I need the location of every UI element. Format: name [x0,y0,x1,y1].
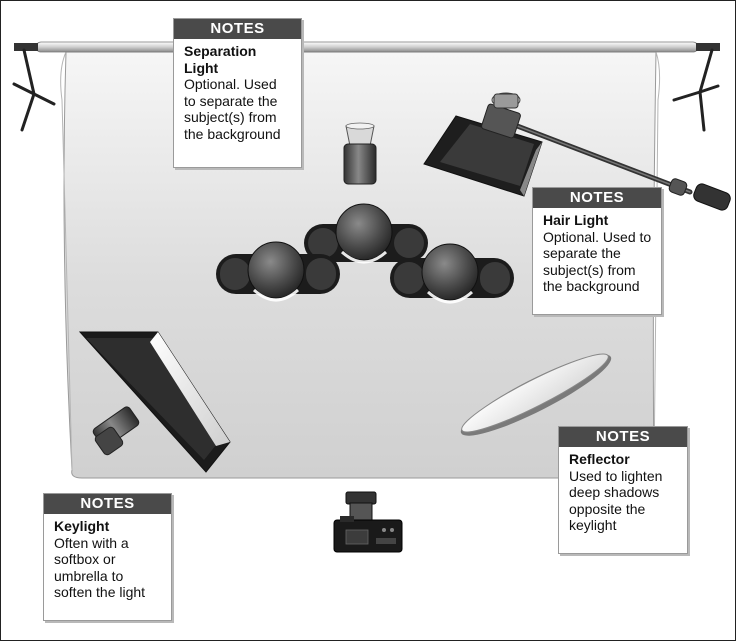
subject-center [304,203,428,264]
hair-light-icon [423,92,731,211]
note-keylight: NOTES Keylight Often with a softbox or u… [43,493,172,621]
note-header: NOTES [44,494,171,514]
note-text: Optional. Used to separate the subject(s… [184,76,281,142]
note-header: NOTES [559,427,687,447]
backdrop-pole [35,41,699,53]
note-header: NOTES [174,19,301,39]
backdrop-stand-left [12,48,56,132]
keylight-softbox-icon [78,331,231,473]
note-title: Reflector [569,451,630,467]
subject-left [216,241,340,302]
backdrop-left-edge [60,51,73,471]
note-text: Used to lighten deep shadows opposite th… [569,467,663,534]
note-title: Separation Light [184,43,257,76]
reflector-icon [460,353,612,436]
note-title: Keylight [54,518,110,534]
note-text: Often with a softbox or umbrella to soft… [54,534,146,601]
backdrop-stand-right [672,48,720,132]
camera-icon [333,491,403,553]
backdrop-right-edge [653,51,661,471]
note-separation-light: NOTES Separation Light Optional. Used to… [173,18,302,168]
pole-end-right [696,43,720,51]
pole-end-left [14,43,38,51]
note-reflector: NOTES Reflector Used to lighten deep sha… [558,426,688,554]
note-text: Optional. Used to separate the subject(s… [543,228,652,295]
note-header: NOTES [533,188,661,208]
separation-light-icon [343,122,377,185]
note-title: Hair Light [543,212,609,228]
note-hair-light: NOTES Hair Light Optional. Used to separ… [532,187,662,315]
subject-right [390,243,514,304]
